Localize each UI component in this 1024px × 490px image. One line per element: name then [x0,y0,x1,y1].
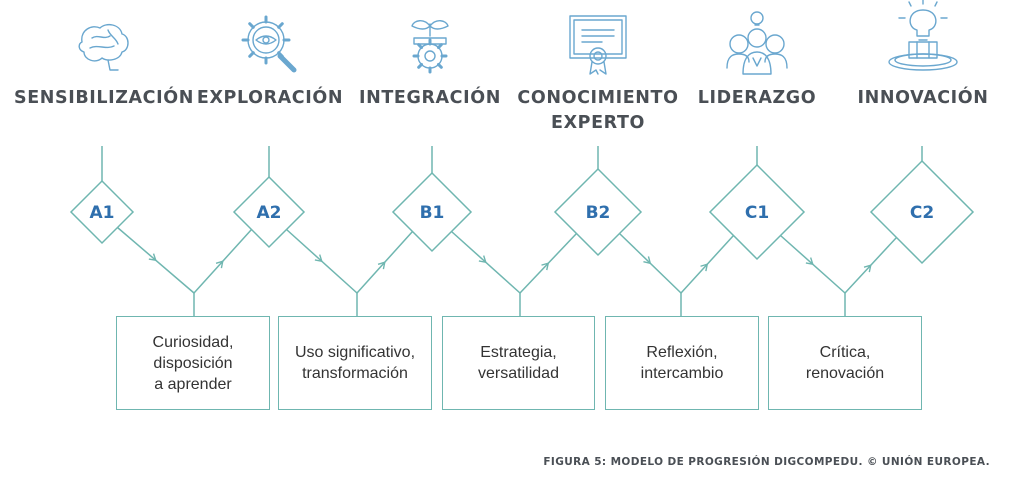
arrow-head [700,263,709,272]
trait-text: Estrategia, versatilidad [478,344,559,382]
arrow-head [148,253,157,262]
sprout-gear-icon [411,20,449,74]
gear-magnifier-icon [241,15,297,73]
stage-label: LIDERAZGO [697,88,817,108]
level-diamond [391,171,473,253]
arrow-head [377,261,386,270]
arrow-head [805,257,814,266]
stage-label: INNOVACIÓN [857,88,989,108]
lightbulb-icon [888,0,958,71]
stage-label: CONOCIMIENTO EXPERTO [517,88,679,133]
trait-box: Reflexión, intercambio [605,316,759,410]
leader-group-icon [726,11,788,75]
level-diamond [708,163,806,261]
level-label: C2 [910,203,934,223]
level-diamonds: A1 A2 B1 B2 C1 C2 [69,159,975,265]
level-diamond [69,179,135,245]
figure-caption: FIGURA 5: MODELO DE PROGRESIÓN DIGCOMPED… [543,456,990,468]
level-label: A2 [257,203,282,223]
arrow-head [478,255,487,264]
arrow-head [643,256,652,265]
stage-label: SENSIBILIZACIÓN [14,88,194,108]
stage-label: EXPLORACIÓN [196,88,344,108]
trait-box: Curiosidad, disposición a aprender [116,316,270,410]
trait-box: Estrategia, versatilidad [442,316,595,410]
trait-text: Uso significativo, transformación [294,344,416,382]
level-diamond [232,175,306,249]
level-diamond [869,159,975,265]
level-label: A1 [90,203,115,223]
level-diamond [553,167,643,257]
arrow-head [314,254,323,263]
certificate-icon [569,15,627,75]
arrow-head [541,262,550,271]
trait-box: Crítica, renovación [768,316,922,410]
arrow-head [863,264,872,273]
trait-text: Reflexión, intercambio [640,344,724,382]
level-label: C1 [745,203,769,223]
trait-text: Curiosidad, disposición a aprender [152,333,234,393]
stage-label: INTEGRACIÓN [359,88,501,108]
trait-box: Uso significativo, transformación [278,316,432,410]
level-label: B1 [420,203,445,223]
trait-text: Crítica, renovación [805,344,885,382]
brain-icon [78,23,129,71]
stage-icons [78,0,958,75]
level-label: B2 [586,203,611,223]
arrow-head [215,260,224,269]
connector-lines [101,146,923,316]
